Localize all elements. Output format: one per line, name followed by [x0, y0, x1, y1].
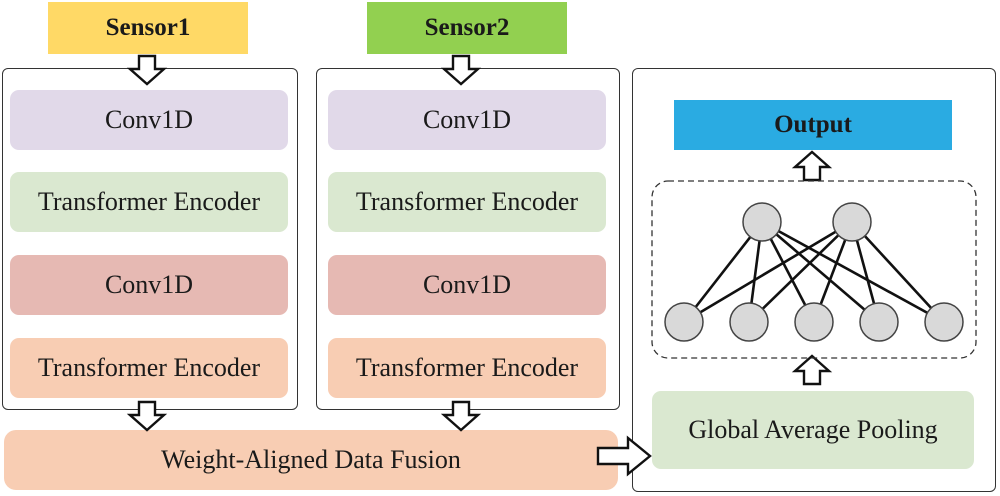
output-label: Output — [774, 111, 852, 138]
input-node — [729, 302, 769, 342]
network-edge — [761, 220, 945, 324]
arrow-down-icon — [442, 400, 480, 432]
branch1-transformer-1: Transformer Encoder — [10, 172, 288, 232]
sensor2-box: Sensor2 — [367, 2, 567, 54]
hidden-node — [832, 202, 872, 242]
fusion-label: Weight-Aligned Data Fusion — [161, 445, 461, 474]
network-edge — [683, 220, 853, 324]
sensor2-label: Sensor2 — [424, 14, 510, 41]
block-label: Transformer Encoder — [37, 353, 261, 382]
output-block: Output — [674, 100, 952, 150]
arrow-up-icon — [793, 150, 831, 182]
block-label: Transformer Encoder — [355, 353, 579, 382]
block-label: Transformer Encoder — [37, 187, 261, 216]
network-frame — [651, 180, 977, 359]
block-label: Transformer Encoder — [355, 187, 579, 216]
block-label: Conv1D — [422, 105, 512, 134]
sensor1-label: Sensor1 — [105, 14, 191, 41]
block-label: Conv1D — [104, 270, 194, 299]
branch2-transformer-2: Transformer Encoder — [328, 338, 606, 398]
branch2-conv1d-1: Conv1D — [328, 90, 606, 150]
branch2-conv1d-2: Conv1D — [328, 255, 606, 315]
hidden-node — [742, 202, 782, 242]
branch1-conv1d-1: Conv1D — [10, 90, 288, 150]
network-edge — [851, 221, 945, 323]
gap-block: Global Average Pooling — [652, 391, 974, 469]
input-node — [794, 302, 834, 342]
network-nodes — [664, 202, 964, 342]
branch2-transformer-1: Transformer Encoder — [328, 172, 606, 232]
arrow-up-icon — [793, 354, 831, 386]
arrow-down-icon — [128, 400, 166, 432]
fusion-block: Weight-Aligned Data Fusion — [4, 430, 618, 490]
gap-label: Global Average Pooling — [688, 415, 938, 444]
network-edge — [748, 221, 853, 323]
arrow-down-icon — [442, 54, 480, 86]
network-edge — [682, 221, 764, 323]
network-edge — [761, 221, 880, 323]
branch1-conv1d-2: Conv1D — [10, 255, 288, 315]
arrow-right-icon — [596, 435, 652, 477]
block-label: Conv1D — [104, 105, 194, 134]
input-node — [664, 302, 704, 342]
block-label: Conv1D — [422, 270, 512, 299]
branch1-transformer-2: Transformer Encoder — [10, 338, 288, 398]
sensor1-box: Sensor1 — [48, 2, 248, 54]
input-node — [859, 302, 899, 342]
arrow-down-icon — [128, 54, 166, 86]
input-node — [924, 302, 964, 342]
